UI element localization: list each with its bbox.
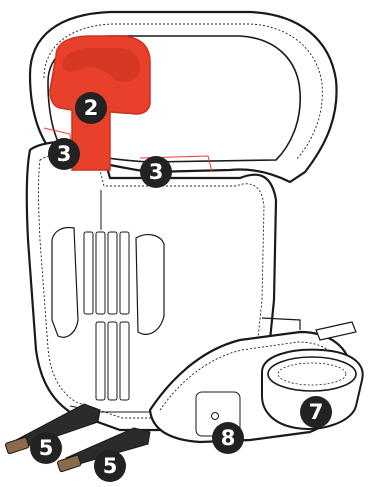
- label-connector-right-number: 5: [103, 454, 118, 478]
- label-connector-left-number: 5: [39, 436, 54, 460]
- label-badge-guide-right: 3: [140, 156, 172, 188]
- label-cup-holder-number: 7: [309, 400, 324, 424]
- label-badge-guide-left: 3: [48, 138, 80, 170]
- label-badge-headrest: 2: [75, 92, 107, 124]
- label-guide-right-number: 3: [149, 160, 164, 184]
- label-badge-release-button: 8: [212, 422, 244, 454]
- release-button-icon: [212, 413, 219, 420]
- label-guide-left-number: 3: [57, 142, 72, 166]
- label-badge-connector-right: 5: [94, 450, 126, 482]
- label-badge-cup-holder: 7: [300, 396, 332, 428]
- label-headrest-number: 2: [84, 96, 99, 120]
- label-badge-connector-left: 5: [30, 432, 62, 464]
- label-release-button-number: 8: [221, 426, 236, 450]
